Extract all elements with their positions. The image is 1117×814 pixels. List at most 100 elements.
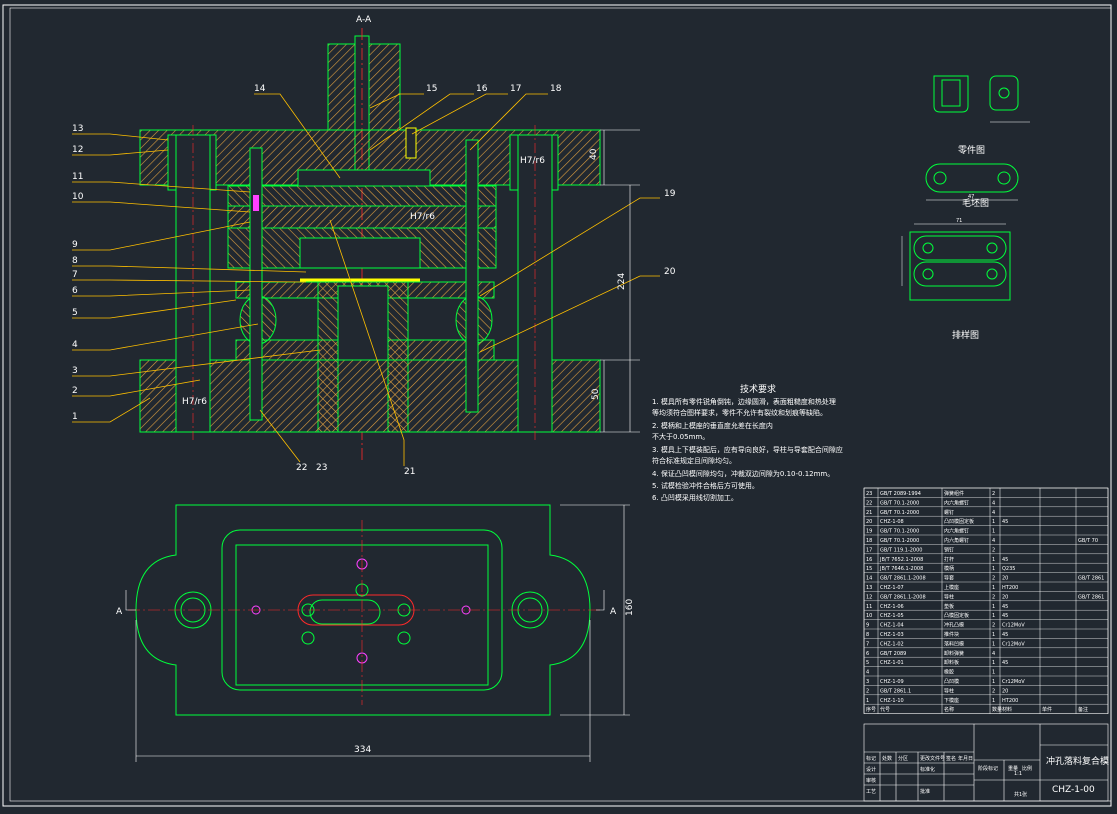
fit-middle: H7/r6 — [410, 212, 435, 222]
bom-cell: GB/T 2861.1-2008 — [880, 594, 926, 600]
bom-cell: GB/T 70.1-2000 — [880, 538, 919, 544]
bom-cell: 2 — [992, 623, 995, 629]
bom-cell: 1 — [992, 519, 995, 525]
bom-cell: 18 — [866, 538, 872, 544]
bom-cell: 2 — [992, 594, 995, 600]
section-title: A-A — [356, 15, 372, 25]
blank-outline — [309, 599, 381, 625]
bom-cell: 凸模固定板 — [944, 612, 969, 619]
bom-cell: 16 — [866, 557, 872, 563]
tb-cell-process: 工艺 — [866, 789, 876, 795]
title-block-drawing-no: CHZ-1-00 — [1052, 785, 1095, 795]
tb-cell-design: 设计 — [866, 766, 876, 773]
blank-shape — [925, 163, 1019, 193]
bom-cell: 2 — [866, 688, 869, 694]
bom-cell: GB/T 70.1-2000 — [880, 500, 919, 506]
leader-lines — [72, 93, 660, 466]
bom-cell: GB/T 2861 — [1078, 576, 1104, 582]
bom-cell: 8 — [866, 632, 869, 638]
tech-note-1: 1. 模具所有零件锐角倒钝，边缘圆滑，表面粗糙度和热处理 — [652, 397, 836, 406]
section-mark-left: A — [116, 607, 123, 617]
bom-header-cell: 序号 — [866, 706, 876, 713]
bom-header-cell: 名称 — [944, 706, 954, 713]
part-3: 3 — [72, 366, 78, 376]
dim-50: 50 — [591, 388, 601, 400]
bom-cell: CHZ-1-08 — [880, 519, 904, 525]
bom-cell: 销钉 — [944, 546, 954, 553]
ejector — [299, 237, 421, 269]
bolt-left — [249, 147, 263, 421]
bom-cell: 23 — [866, 491, 872, 497]
tb-cell-approve: 批准 — [920, 788, 930, 795]
bom-cell: CHZ-1-02 — [880, 641, 904, 647]
bom-header-cell: 材料 — [1002, 706, 1012, 713]
bom-cell: 1 — [992, 613, 995, 619]
dim-334: 334 — [354, 745, 371, 755]
part-10: 10 — [72, 192, 84, 202]
layout-hole-2 — [986, 242, 998, 254]
dim-160: 160 — [625, 599, 635, 616]
part-2: 2 — [72, 386, 78, 396]
bom-cell: GB/T 2861.1-2008 — [880, 576, 926, 582]
title-block-sheet: 共1张 — [1014, 791, 1027, 798]
tb-cell-date: 年月日 — [958, 755, 973, 762]
bom-cell: 1 — [992, 529, 995, 535]
part-4: 4 — [72, 340, 78, 350]
tb-cell-change: 更改文件号 — [920, 755, 945, 762]
bom-cell: CHZ-1-04 — [880, 623, 904, 629]
bom-cell: 打杆 — [944, 556, 954, 563]
bom-cell: 2 — [992, 491, 995, 497]
layout-label: 排样图 — [952, 329, 979, 341]
part-11: 11 — [72, 172, 83, 182]
bom-cell: JB/T 7646.1-2008 — [879, 566, 923, 572]
dim-w1: 47 — [968, 194, 974, 200]
part-9: 9 — [72, 240, 78, 250]
tech-note-6: 符合标准规定且间隙均匀。 — [652, 456, 736, 465]
bom-cell: 20 — [1002, 594, 1008, 600]
bom-cell: 2 — [992, 547, 995, 553]
bom-cell: 1 — [992, 660, 995, 666]
punch-plate — [227, 205, 497, 229]
part-front — [933, 75, 969, 113]
bom-cell: Q235 — [1002, 566, 1015, 572]
section-mark-right: A — [610, 607, 617, 617]
bom-cell: 卸料弹簧 — [944, 650, 964, 657]
bom-cell: 1 — [992, 679, 995, 685]
tech-note-7: 4. 保证凸凹模间隙均匀，冲裁双边间隙为0.10-0.12mm。 — [652, 469, 834, 478]
lower-base-outline — [135, 504, 591, 716]
bom-cell: 15 — [866, 566, 872, 572]
bom-cell: 5 — [866, 660, 869, 666]
bom-cell: 1 — [992, 641, 995, 647]
part-22: 22 — [296, 463, 307, 473]
layout-blank-2 — [913, 261, 1007, 287]
bom-cell: CHZ-1-03 — [880, 632, 904, 638]
hole-5 — [301, 631, 315, 645]
bom-cell: GB/T 70.1-2000 — [880, 510, 919, 516]
bom-cell: GB/T 70.1-2000 — [880, 529, 919, 535]
bom-cell: 1 — [992, 632, 995, 638]
bom-cell: HT200 — [1002, 585, 1018, 591]
sketch-dimensions — [901, 121, 1030, 286]
bom-cell: 2 — [992, 688, 995, 694]
bom-cell: 45 — [1002, 519, 1008, 525]
bom-cell: 45 — [1002, 604, 1008, 610]
bom-cell: 22 — [866, 500, 872, 506]
tb-cell-count: 处数 — [882, 755, 892, 762]
layout-hole-1 — [922, 242, 934, 254]
hole-6 — [397, 631, 411, 645]
backing-plate — [227, 185, 497, 207]
bom-cell: 垫板 — [944, 603, 954, 610]
title-block-name: 冲孔落料复合模 — [1046, 755, 1109, 767]
bom-cell: 橡胶 — [944, 669, 954, 676]
part-number-labels: 13 12 11 10 9 8 7 6 5 4 3 2 1 14 15 16 1… — [72, 84, 676, 477]
bom-cell: 7 — [866, 641, 869, 647]
bom-cell: 13 — [866, 585, 872, 591]
tb-cell-sign: 签名 — [946, 755, 956, 762]
bom-header-cell: 数量 — [992, 706, 1002, 713]
part-18: 18 — [550, 84, 562, 94]
bolt-right — [465, 139, 479, 413]
layout-blank-1 — [913, 235, 1007, 261]
bom-cell: CHZ-1-01 — [880, 660, 904, 666]
bom-cell: JB/T 7652.1-2008 — [879, 557, 923, 563]
bom-cell: 冲孔凸模 — [944, 622, 964, 629]
